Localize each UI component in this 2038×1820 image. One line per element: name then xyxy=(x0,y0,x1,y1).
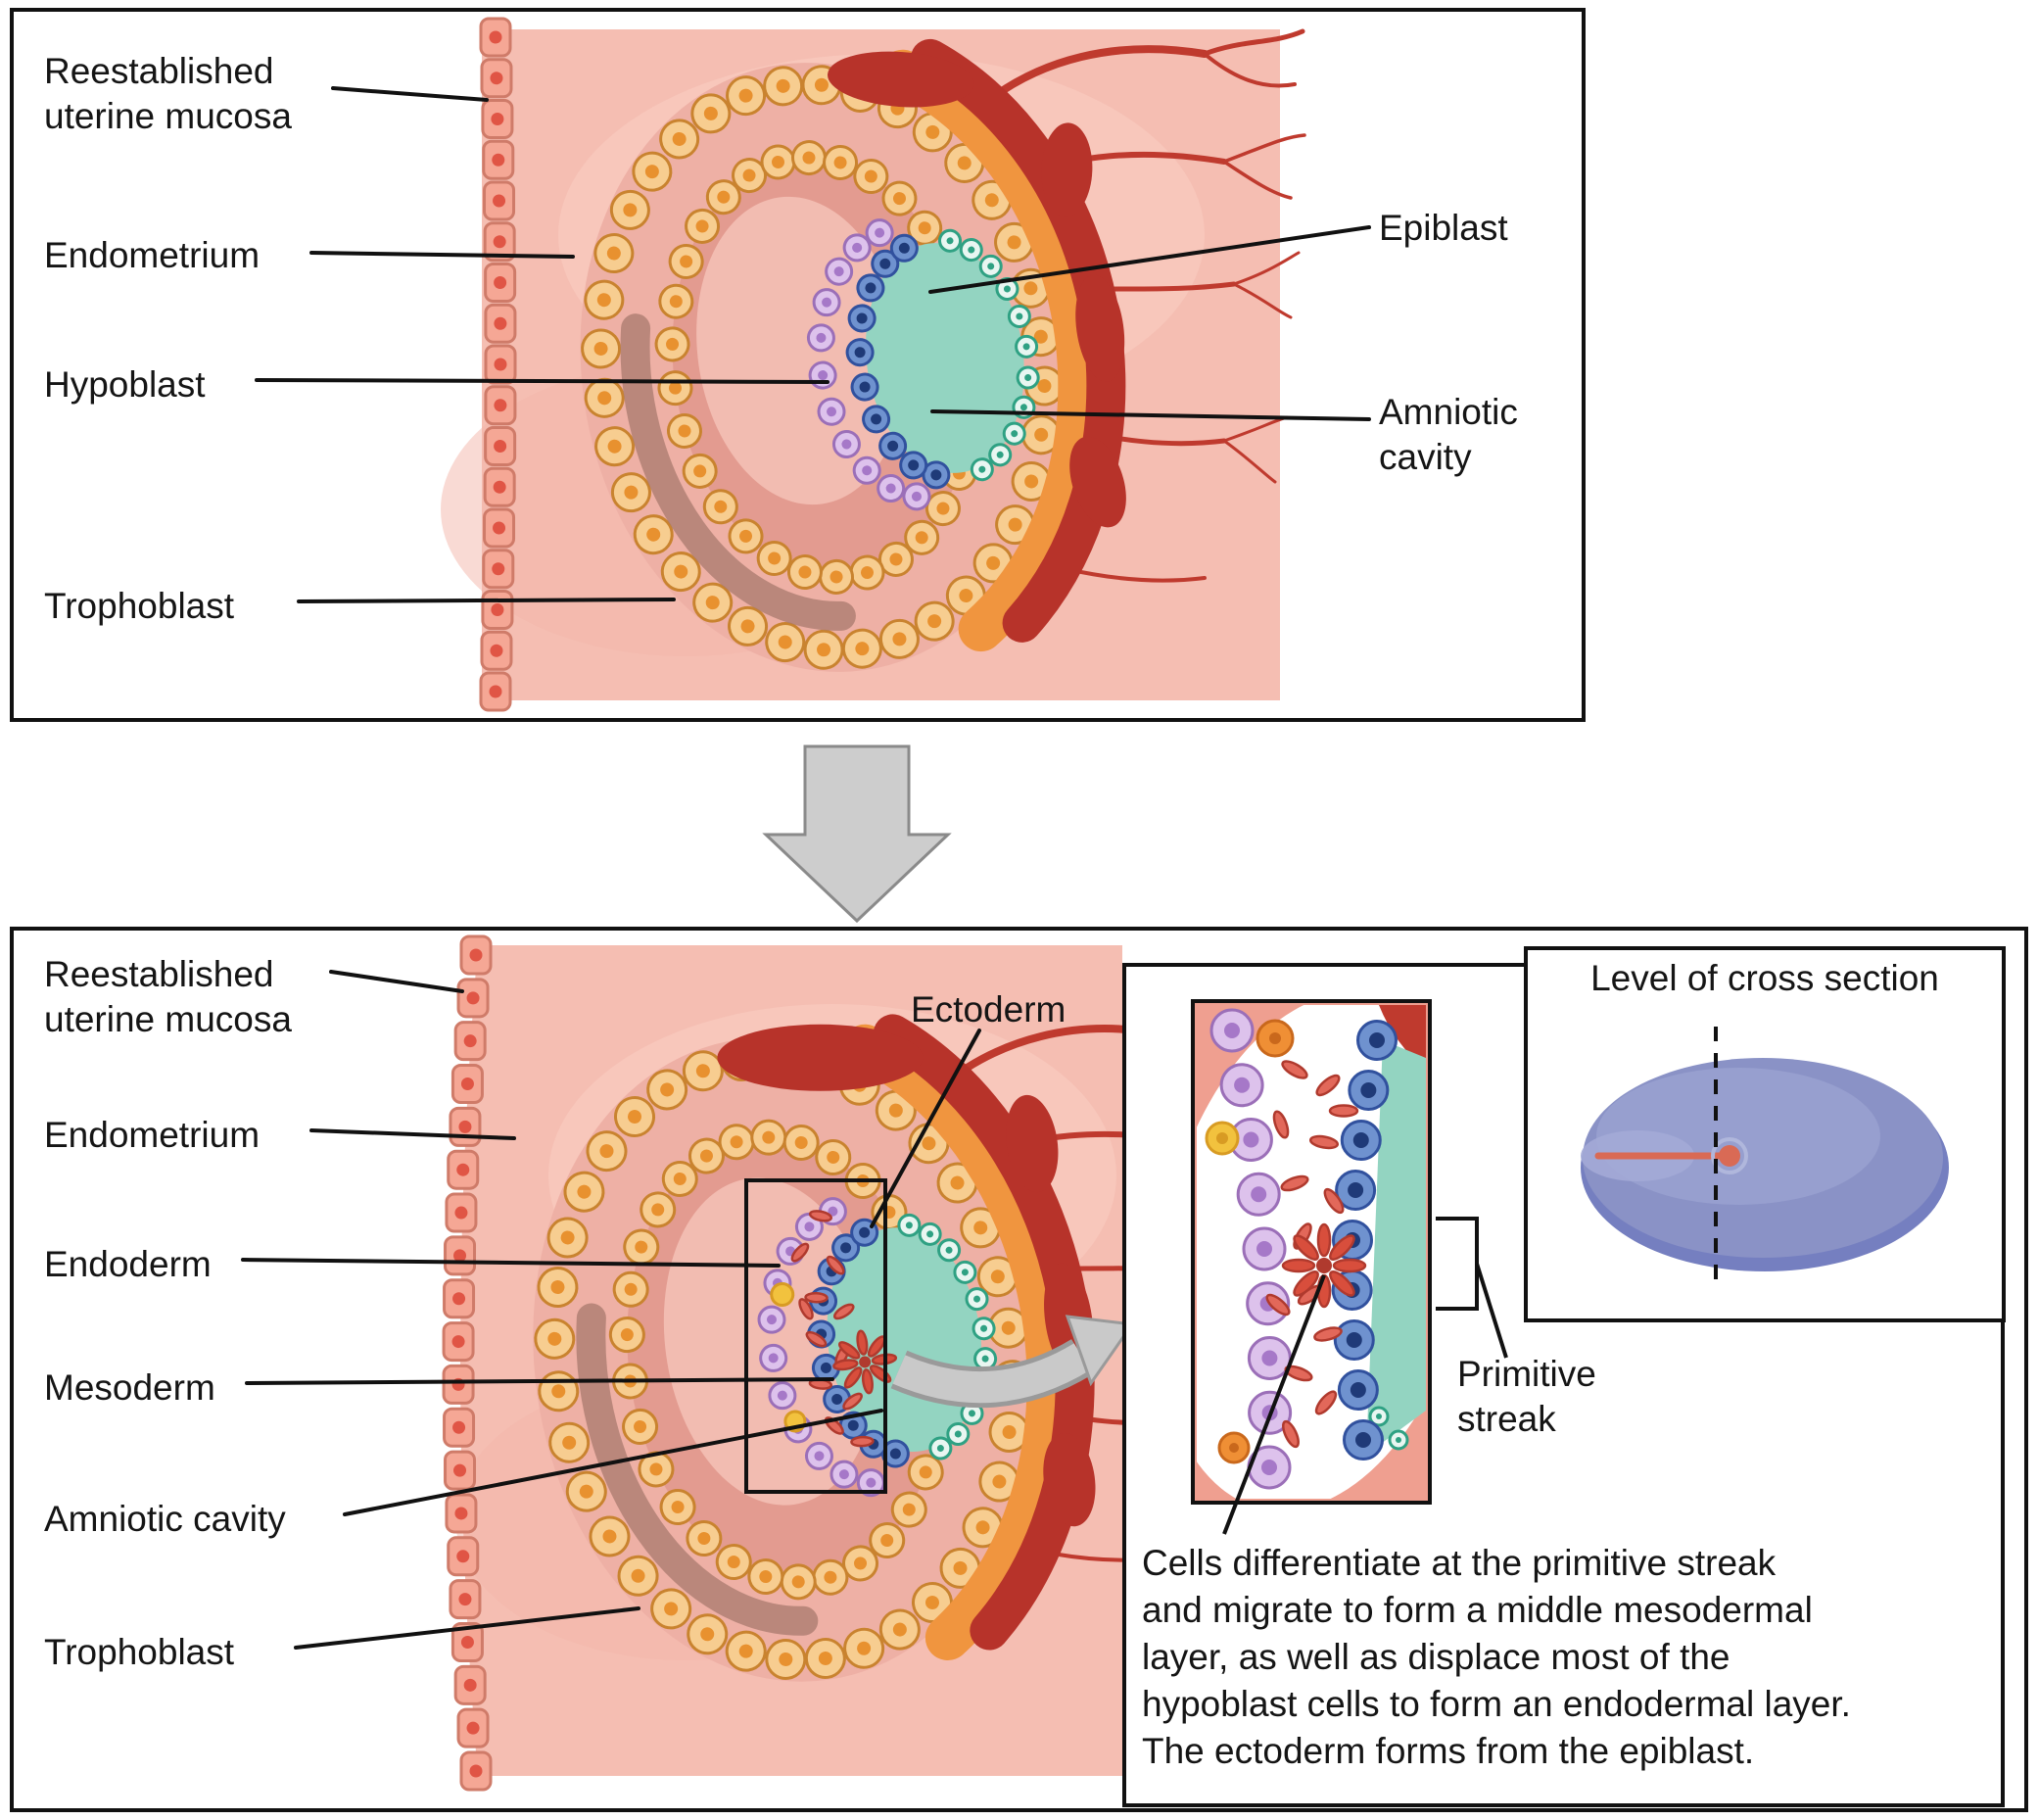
label-trophoblast-top: Trophoblast xyxy=(44,586,235,626)
label-endoderm: Endoderm xyxy=(44,1244,212,1284)
mesoderm-cells-inset xyxy=(1265,1060,1359,1449)
label-endometrium-top: Endometrium xyxy=(44,235,261,275)
uterine-mucosa-cells-top xyxy=(479,17,517,712)
primitive-streak-inset xyxy=(1281,1222,1367,1309)
primitive-streak-leader xyxy=(1475,1263,1508,1359)
caption-text: Cells differentiate at the primitive str… xyxy=(1142,1543,1851,1771)
down-arrow xyxy=(762,744,952,924)
label-epiblast: Epiblast xyxy=(1379,208,1508,248)
magnify-arrow xyxy=(890,1315,1135,1409)
amniotic-cavity-top xyxy=(865,243,1024,473)
leader-lines xyxy=(241,86,1371,1650)
caption-leader xyxy=(1222,1274,1326,1535)
endoderm-cells-inset xyxy=(1209,1008,1293,1490)
blastocyst-top xyxy=(580,38,1126,672)
hypoblast-cells-top xyxy=(806,218,931,511)
label-mesoderm: Mesoderm xyxy=(44,1367,215,1408)
label-amniotic-cavity-bottom: Amniotic cavity xyxy=(44,1499,286,1539)
primitive-streak-bottom xyxy=(832,1329,898,1395)
label-reestablished-mucosa-bottom: Reestablished uterine mucosa xyxy=(44,954,292,1039)
label-endometrium-bottom: Endometrium xyxy=(44,1115,261,1155)
label-reestablished-mucosa-top: Reestablished uterine mucosa xyxy=(44,51,292,136)
disc-highlight-box xyxy=(744,1178,887,1494)
blastocyst-bottom xyxy=(533,1014,1096,1682)
trophoblast-ring-bottom xyxy=(534,1039,1033,1680)
embryo-disc-art xyxy=(1581,1027,1949,1291)
chorion-orange-band-bottom xyxy=(842,1024,1072,1661)
yellow-cell xyxy=(770,1282,795,1308)
uterine-mucosa-cells-bottom xyxy=(442,934,493,1792)
trophoblast-ring-top xyxy=(581,65,1065,670)
label-cross-section-title: Level of cross section xyxy=(1590,958,1939,998)
label-ectoderm: Ectoderm xyxy=(911,989,1066,1030)
primitive-streak-inset-art xyxy=(1197,1005,1426,1499)
label-primitive-streak: Primitive streak xyxy=(1457,1354,1596,1439)
epiblast-cells-top xyxy=(845,233,951,490)
label-amniotic-cavity-top: Amniotic cavity xyxy=(1379,392,1518,477)
label-hypoblast: Hypoblast xyxy=(44,364,206,405)
amnion-cells-top xyxy=(938,228,1040,482)
label-trophoblast-bottom: Trophoblast xyxy=(44,1632,235,1672)
primitive-node xyxy=(1719,1145,1740,1167)
chorion-orange-band-top xyxy=(879,49,1104,652)
